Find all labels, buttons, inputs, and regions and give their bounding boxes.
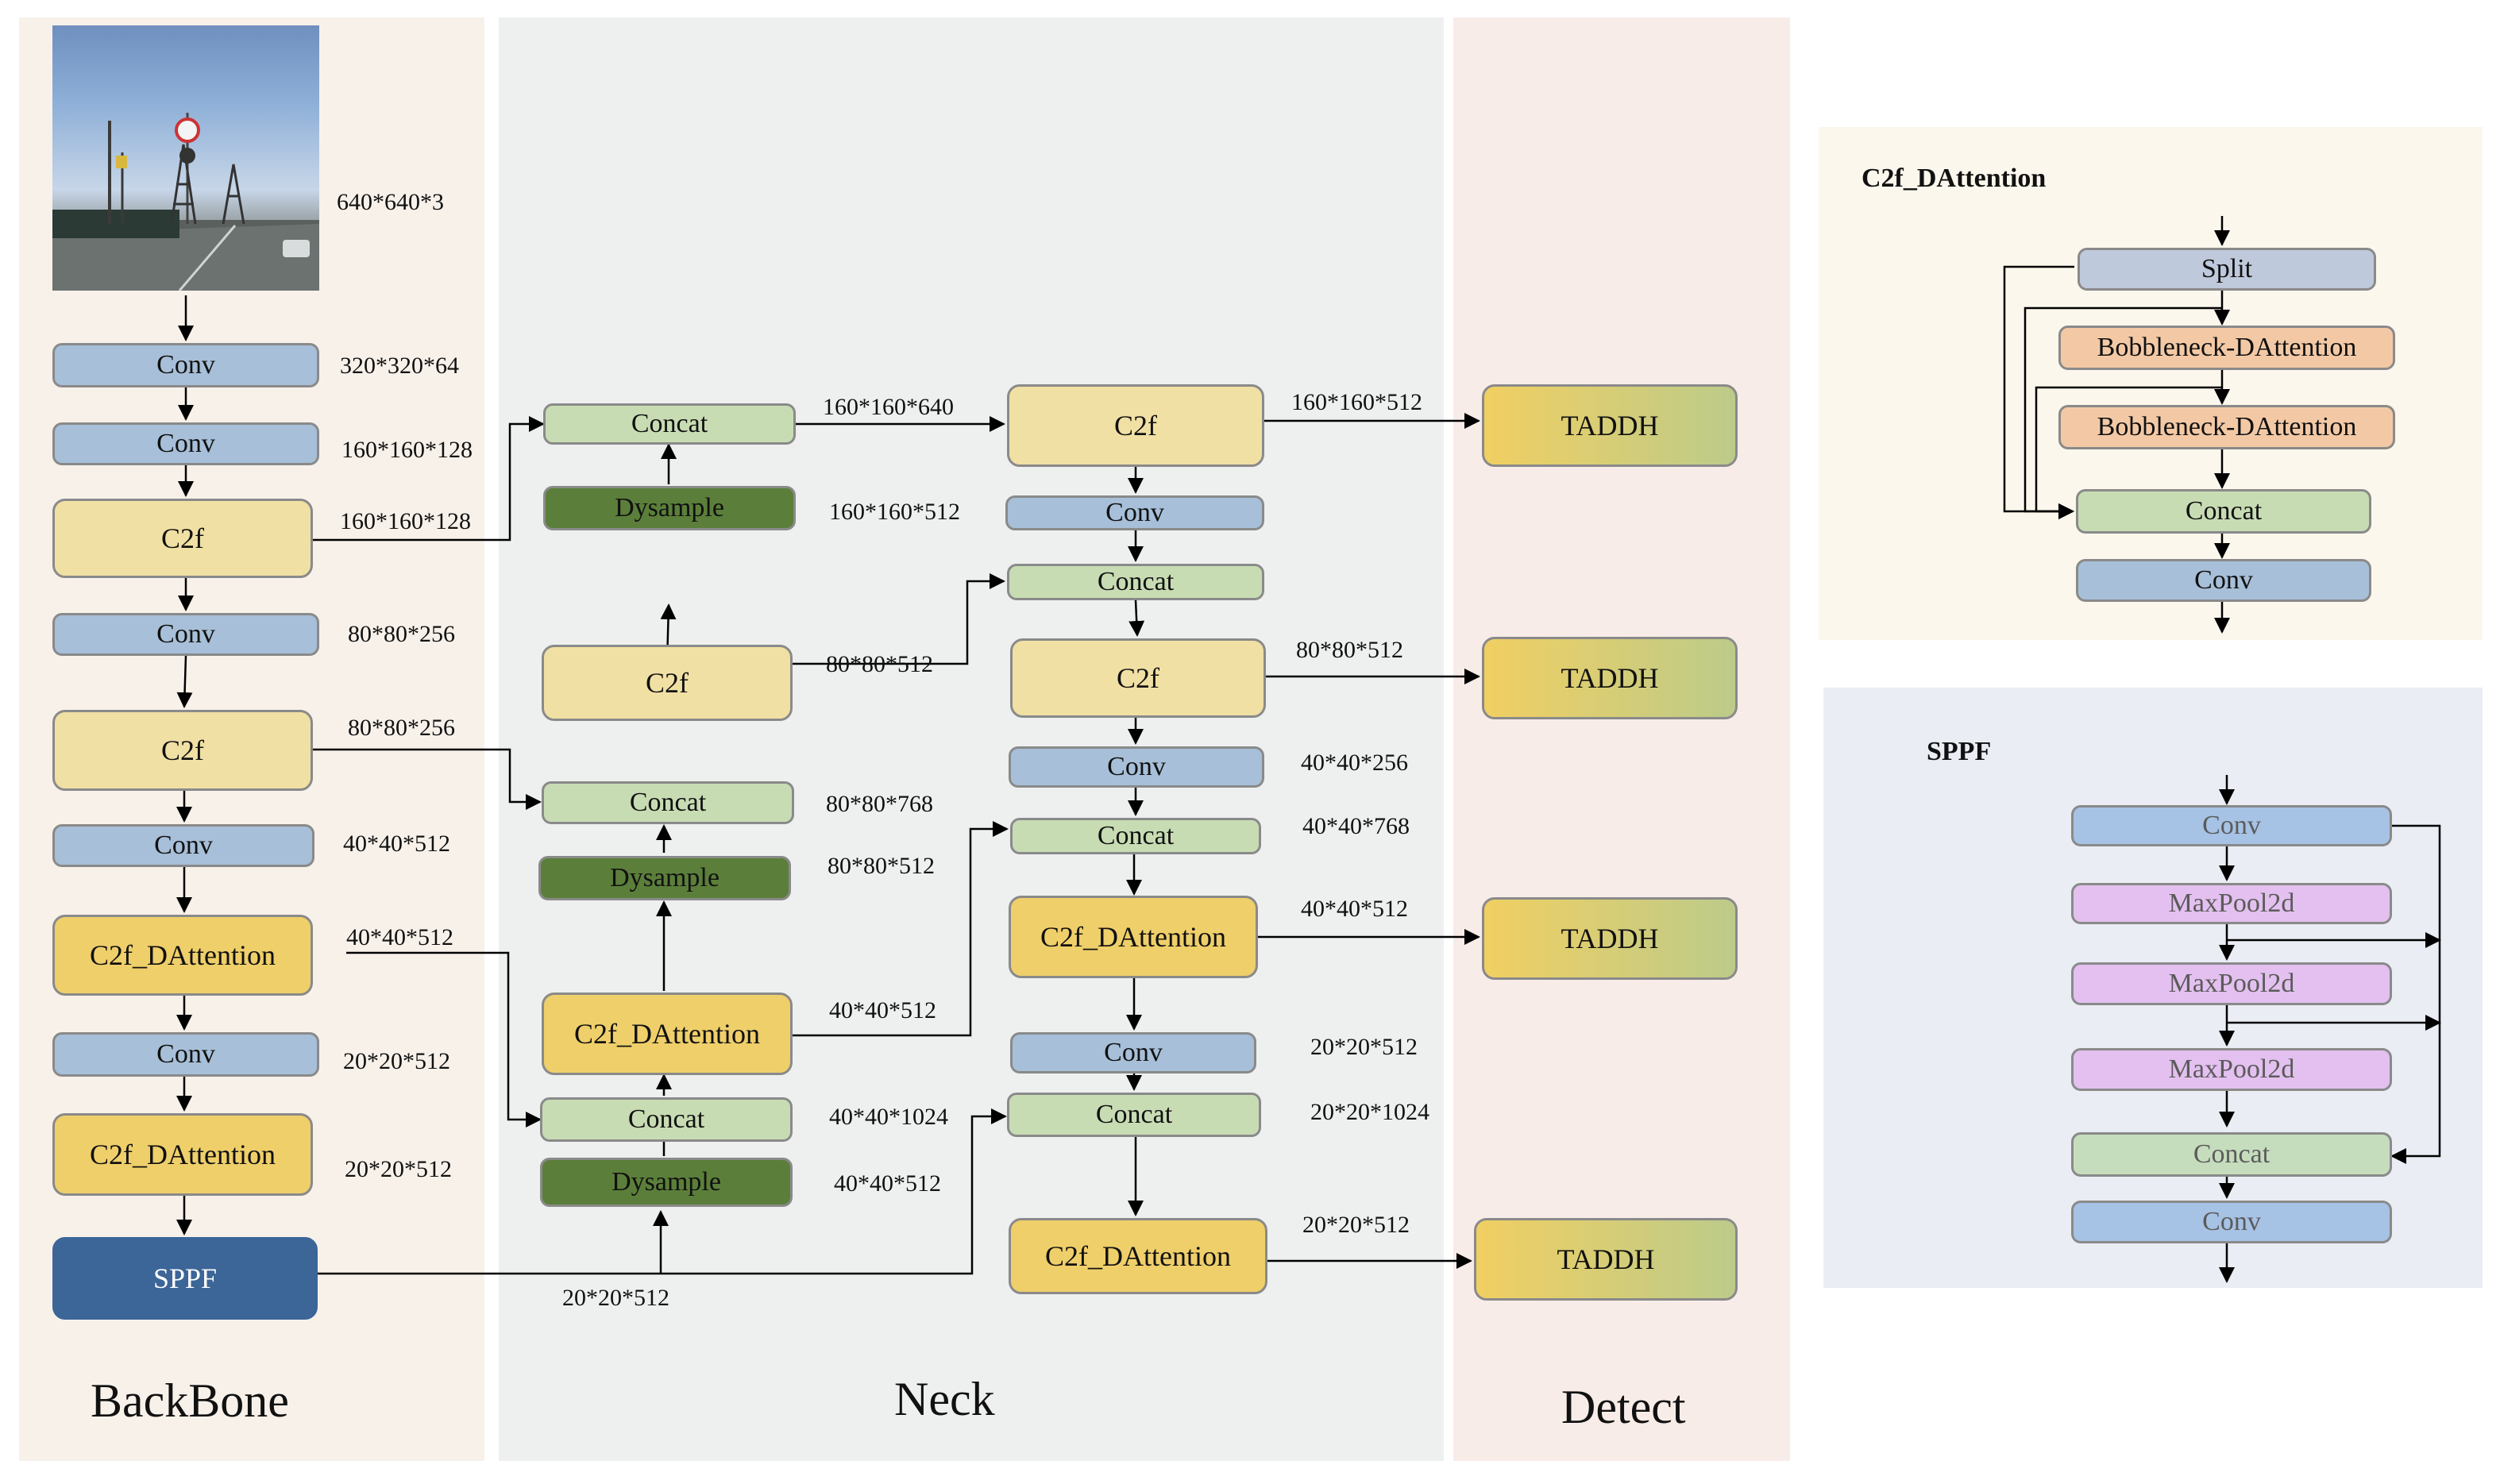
dim-head-conv-2: 40*40*256 xyxy=(1301,750,1408,776)
neck-title: Neck xyxy=(894,1373,995,1425)
dim-conv-2: 160*160*128 xyxy=(341,437,473,463)
backbone-conv-4: Conv xyxy=(52,824,314,867)
dim-head-conv-3: 20*20*512 xyxy=(1310,1034,1418,1060)
dim-head-concat-3: 20*20*1024 xyxy=(1310,1099,1429,1125)
inset-split: Split xyxy=(2078,248,2376,291)
dim-neck-dysample-1: 160*160*512 xyxy=(829,499,960,525)
input-image xyxy=(52,25,319,291)
sppf-concat: Concat xyxy=(2071,1132,2392,1177)
head-conv-3: Conv xyxy=(1010,1032,1256,1073)
sppf-conv-1: Conv xyxy=(2071,805,2392,846)
backbone-sppf: SPPF xyxy=(52,1237,318,1320)
head-c2f-dattention-1: C2f_DAttention xyxy=(1009,896,1258,978)
inset-bottleneck-1: Bobbleneck-DAttention xyxy=(2058,326,2395,370)
dim-sppf-out: 20*20*512 xyxy=(562,1285,669,1311)
dim-c2f-dattention-2: 20*20*512 xyxy=(345,1156,452,1182)
dim-neck-dysample-2: 80*80*512 xyxy=(828,853,935,879)
c2f-dattention-inset-title: C2f_DAttention xyxy=(1861,164,2047,193)
neck-panel xyxy=(499,17,1444,1461)
dim-neck-c2f-dattention-1-out: 40*40*512 xyxy=(829,997,936,1023)
head-c2f-dattention-2: C2f_DAttention xyxy=(1009,1218,1267,1294)
sppf-conv-2: Conv xyxy=(2071,1201,2392,1243)
inset-conv: Conv xyxy=(2076,559,2371,602)
head-concat-3: Concat xyxy=(1007,1093,1261,1137)
sppf-maxpool-1: MaxPool2d xyxy=(2071,883,2392,924)
neck-dysample-2: Dysample xyxy=(538,856,791,900)
dim-head-c2f-dattention-2-out: 20*20*512 xyxy=(1302,1212,1410,1238)
dim-conv-5: 20*20*512 xyxy=(343,1048,450,1074)
dim-neck-concat-2: 80*80*768 xyxy=(826,791,933,817)
detect-taddh-1: TADDH xyxy=(1482,384,1738,467)
detect-title: Detect xyxy=(1561,1381,1686,1433)
dim-head-c2f-1-out: 160*160*512 xyxy=(1291,389,1422,415)
dim-neck-concat-3: 40*40*1024 xyxy=(829,1104,948,1130)
sppf-maxpool-2: MaxPool2d xyxy=(2071,962,2392,1005)
backbone-c2f-dattention-2: C2f_DAttention xyxy=(52,1113,313,1196)
backbone-c2f-1: C2f xyxy=(52,499,313,578)
head-conv-2: Conv xyxy=(1009,746,1264,788)
backbone-c2f-dattention-1: C2f_DAttention xyxy=(52,915,313,996)
dim-head-c2f-2-out: 80*80*512 xyxy=(1296,637,1403,663)
neck-concat-2: Concat xyxy=(542,781,794,824)
backbone-c2f-2: C2f xyxy=(52,710,313,791)
detect-taddh-3: TADDH xyxy=(1482,897,1738,980)
head-concat-1: Concat xyxy=(1007,564,1264,600)
dim-neck-dysample-3: 40*40*512 xyxy=(834,1170,941,1197)
neck-c2f-1: C2f xyxy=(542,645,793,721)
backbone-conv-3: Conv xyxy=(52,613,319,656)
head-conv-1: Conv xyxy=(1005,495,1264,530)
backbone-conv-1: Conv xyxy=(52,343,319,387)
inset-bottleneck-2: Bobbleneck-DAttention xyxy=(2058,405,2395,449)
backbone-title: BackBone xyxy=(91,1374,289,1427)
neck-concat-3: Concat xyxy=(540,1097,793,1142)
backbone-conv-2: Conv xyxy=(52,422,319,465)
detect-taddh-2: TADDH xyxy=(1482,637,1738,719)
head-c2f-1: C2f xyxy=(1007,384,1264,467)
sppf-maxpool-3: MaxPool2d xyxy=(2071,1048,2392,1091)
dim-c2f-dattention-1: 40*40*512 xyxy=(346,924,453,950)
dim-input: 640*640*3 xyxy=(337,189,444,215)
neck-dysample-3: Dysample xyxy=(540,1158,793,1207)
dim-conv-3: 80*80*256 xyxy=(348,621,455,647)
sppf-inset-title: SPPF xyxy=(1927,737,1992,766)
dim-head-concat-2: 40*40*768 xyxy=(1302,813,1410,839)
detect-taddh-4: TADDH xyxy=(1474,1218,1738,1301)
head-concat-2: Concat xyxy=(1010,818,1261,854)
neck-c2f-dattention-1: C2f_DAttention xyxy=(542,993,793,1075)
dim-neck-c2f-1-out: 80*80*512 xyxy=(826,651,933,677)
neck-dysample-1: Dysample xyxy=(543,486,796,530)
inset-concat: Concat xyxy=(2076,489,2371,534)
head-c2f-2: C2f xyxy=(1010,638,1266,718)
dim-conv-1: 320*320*64 xyxy=(340,353,459,379)
dim-c2f-2: 80*80*256 xyxy=(348,715,455,741)
dim-conv-4: 40*40*512 xyxy=(343,831,450,857)
input-image-scene xyxy=(52,113,319,291)
dim-c2f-1: 160*160*128 xyxy=(340,508,471,534)
dim-neck-concat-1-out: 160*160*640 xyxy=(823,394,954,420)
dim-head-c2f-dattention-1-out: 40*40*512 xyxy=(1301,896,1408,922)
neck-concat-1: Concat xyxy=(543,403,796,445)
backbone-conv-5: Conv xyxy=(52,1032,319,1077)
